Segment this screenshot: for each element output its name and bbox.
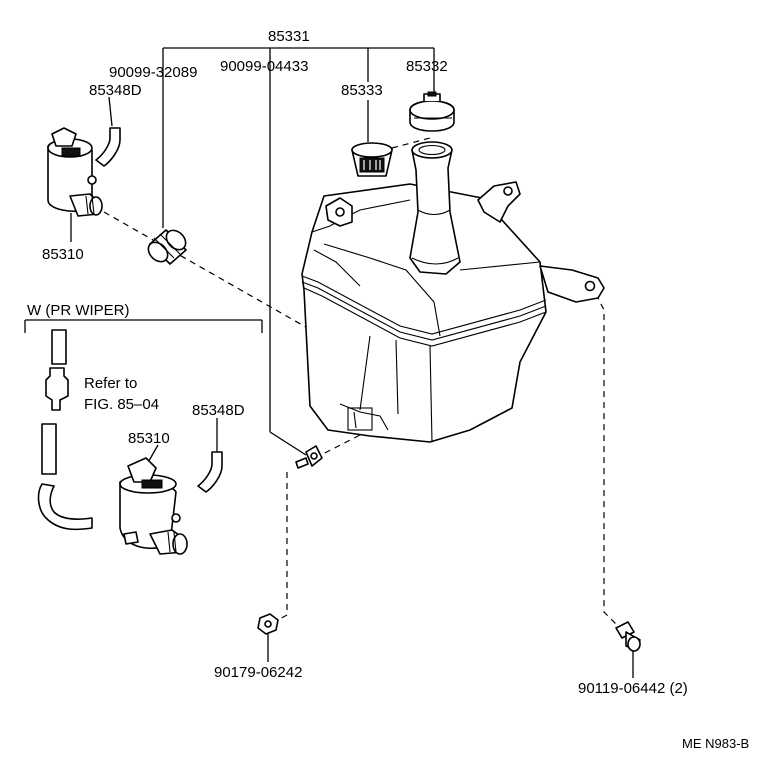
washer-pump-upper	[47, 127, 121, 217]
leader-lines	[24, 47, 634, 678]
bolt-icon	[615, 621, 641, 652]
assembly-dashed-lines	[103, 137, 621, 629]
label-strainer: 85333	[341, 82, 383, 99]
washer-reservoir	[301, 141, 605, 443]
variant-label: W (PR WIPER)	[27, 302, 130, 319]
strainer	[351, 142, 393, 177]
label-bolt: 90119-06442 (2)	[578, 680, 688, 697]
label-hose-lower: 85348D	[192, 402, 245, 419]
grommet	[147, 229, 187, 265]
reference-line-2: FIG. 85–04	[84, 396, 159, 413]
reference-line-1: Refer to	[84, 375, 137, 392]
label-hose-upper: 85348D	[89, 82, 142, 99]
label-pump-lower: 85310	[128, 430, 170, 447]
bracket-clip	[295, 445, 323, 469]
label-reservoir-assy: 85331	[268, 28, 310, 45]
reservoir-cap	[409, 91, 455, 132]
label-grommet: 90099-04433	[220, 58, 308, 75]
label-cap: 85332	[406, 58, 448, 75]
pr-wiper-variant	[37, 329, 223, 555]
label-nut: 90179-06242	[214, 664, 302, 681]
label-clamp-hose: 90099-32089	[109, 64, 197, 81]
nut-icon	[257, 613, 279, 635]
figure-code: ME N983-B	[682, 736, 749, 751]
label-pump-upper: 85310	[42, 246, 84, 263]
